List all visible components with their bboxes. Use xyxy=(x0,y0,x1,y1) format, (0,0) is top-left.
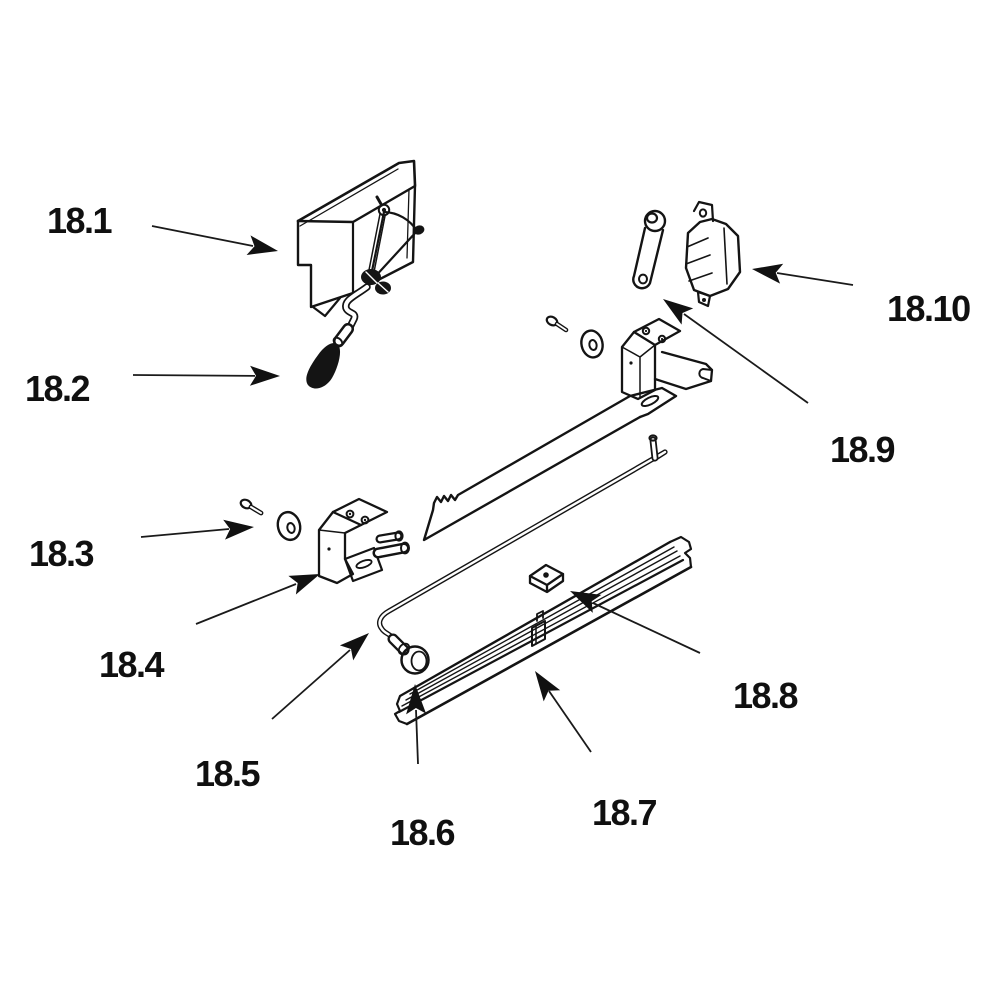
arrowhead xyxy=(339,633,369,661)
leader-line xyxy=(415,709,419,765)
leader-line xyxy=(151,225,254,247)
part-washer-left xyxy=(276,510,302,542)
callout-18.5: 18.5 xyxy=(195,633,369,794)
part-flat-bar xyxy=(422,386,678,542)
callout-18.10: 18.10 xyxy=(752,263,972,329)
part-slide-nut xyxy=(528,563,565,594)
arrowhead xyxy=(249,365,280,386)
arrowhead xyxy=(752,263,784,284)
callout-18.9: 18.9 xyxy=(663,299,896,470)
leader-line xyxy=(195,583,297,625)
callout-18.6: 18.6 xyxy=(390,684,456,853)
label-18-8: 18.8 xyxy=(733,675,798,716)
part-link-arm xyxy=(632,209,667,290)
arrowhead xyxy=(570,591,602,613)
arrowhead xyxy=(246,235,278,255)
label-18-9: 18.9 xyxy=(830,429,895,470)
part-drive-unit xyxy=(684,200,742,308)
arrowhead xyxy=(406,684,427,715)
arrowhead xyxy=(663,299,694,325)
arrowhead xyxy=(288,574,320,595)
arrowhead xyxy=(535,671,561,702)
callout-18.8: 18.8 xyxy=(570,591,799,716)
part-pin xyxy=(648,434,659,462)
leader-line xyxy=(140,528,230,538)
part-bracket-left xyxy=(317,497,410,585)
part-channel-rail xyxy=(393,535,693,726)
leader-line xyxy=(683,313,809,404)
part-control-rod xyxy=(377,449,668,643)
callout-18.2: 18.2 xyxy=(25,365,280,409)
part-washer-top xyxy=(580,329,604,359)
label-18-7: 18.7 xyxy=(592,792,657,833)
part-screw-top xyxy=(545,315,569,333)
callout-18.3: 18.3 xyxy=(29,519,254,574)
label-18-6: 18.6 xyxy=(390,812,455,853)
part-bracket-right xyxy=(620,317,714,401)
callout-18.1: 18.1 xyxy=(47,200,278,255)
part-knob xyxy=(387,633,430,675)
arrowhead xyxy=(223,519,254,540)
leader-line xyxy=(776,272,854,286)
label-18-4: 18.4 xyxy=(99,644,165,685)
label-18-3: 18.3 xyxy=(29,533,94,574)
part-screw-left xyxy=(239,498,264,516)
leader-line xyxy=(271,649,351,720)
leader-line xyxy=(592,602,701,654)
label-18-5: 18.5 xyxy=(195,753,261,794)
label-18-2: 18.2 xyxy=(25,368,90,409)
leader-line xyxy=(548,690,592,753)
label-18-1: 18.1 xyxy=(47,200,113,241)
callout-18.4: 18.4 xyxy=(99,574,320,685)
part-crank-housing xyxy=(296,159,425,348)
label-18-10: 18.10 xyxy=(887,288,970,329)
leader-line xyxy=(132,374,256,377)
part-handle-grip xyxy=(306,343,341,389)
callout-18.7: 18.7 xyxy=(535,671,658,833)
